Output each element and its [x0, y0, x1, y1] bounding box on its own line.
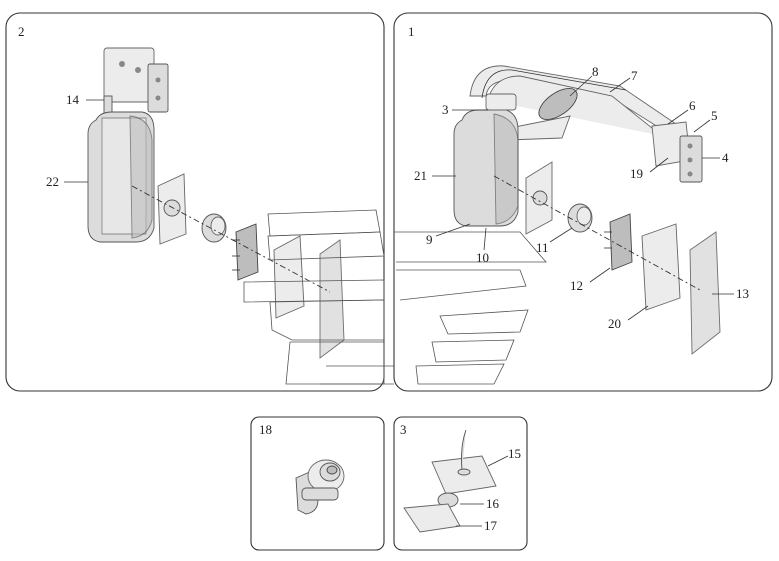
- axis-line-left: [131, 185, 331, 293]
- bracket-4-5-6: [651, 121, 703, 183]
- callout-19: 19: [630, 166, 643, 181]
- mirror-glass-20: [641, 223, 681, 311]
- leader-8: [569, 75, 593, 97]
- leader-5: [693, 119, 711, 133]
- leader-12: [589, 267, 611, 283]
- callout-16: 16: [486, 496, 500, 511]
- callout-15: 15: [508, 446, 521, 461]
- callout-5: 5: [711, 108, 718, 123]
- pipe-bracket-15: [431, 429, 497, 495]
- panel-2-number: 2: [18, 24, 25, 39]
- callout-20: 20: [608, 316, 621, 331]
- leader-9: [435, 223, 471, 237]
- panel-3-number: 3: [400, 422, 407, 437]
- callout-12: 12: [570, 278, 583, 293]
- motor-right: [567, 203, 593, 233]
- mirror-cover-13: [689, 231, 721, 355]
- callout-9: 9: [426, 232, 433, 247]
- axis-line-right: [493, 175, 701, 291]
- leader-11: [549, 227, 573, 243]
- bracket-14-left: [103, 47, 169, 123]
- callout-4: 4: [722, 150, 729, 165]
- callout-7: 7: [631, 68, 638, 83]
- callout-11: 11: [536, 240, 549, 255]
- callout-8: 8: [592, 64, 599, 79]
- callout-3: 3: [442, 102, 449, 117]
- callout-10: 10: [476, 250, 489, 265]
- panel-18-number: 18: [259, 422, 272, 437]
- motor-left: [201, 213, 227, 243]
- leader-6: [667, 109, 689, 125]
- callout-21: 21: [414, 168, 427, 183]
- mirror-housing-21-right: [453, 93, 519, 227]
- callout-17: 17: [484, 518, 498, 533]
- disc-8: [538, 88, 578, 120]
- clip-plate-right: [604, 213, 633, 271]
- leader-7: [609, 77, 631, 93]
- back-plate-right: [525, 161, 553, 235]
- mirror-housing-22-left: [87, 111, 155, 243]
- mirror-glass-left: [273, 235, 305, 319]
- callout-22: 22: [46, 174, 59, 189]
- callout-6: 6: [689, 98, 696, 113]
- callout-14: 14: [66, 92, 80, 107]
- leader-15: [487, 455, 509, 467]
- leader-19: [649, 157, 669, 173]
- callout-13: 13: [736, 286, 749, 301]
- cab-outline-ghost: [243, 209, 547, 385]
- back-plate-left: [157, 173, 187, 245]
- leader-10: [483, 227, 487, 251]
- panel-1-number: 1: [408, 24, 415, 39]
- motor-assembly-18: [295, 459, 345, 515]
- leader-20: [627, 305, 649, 321]
- clip-plate-left: [232, 223, 259, 281]
